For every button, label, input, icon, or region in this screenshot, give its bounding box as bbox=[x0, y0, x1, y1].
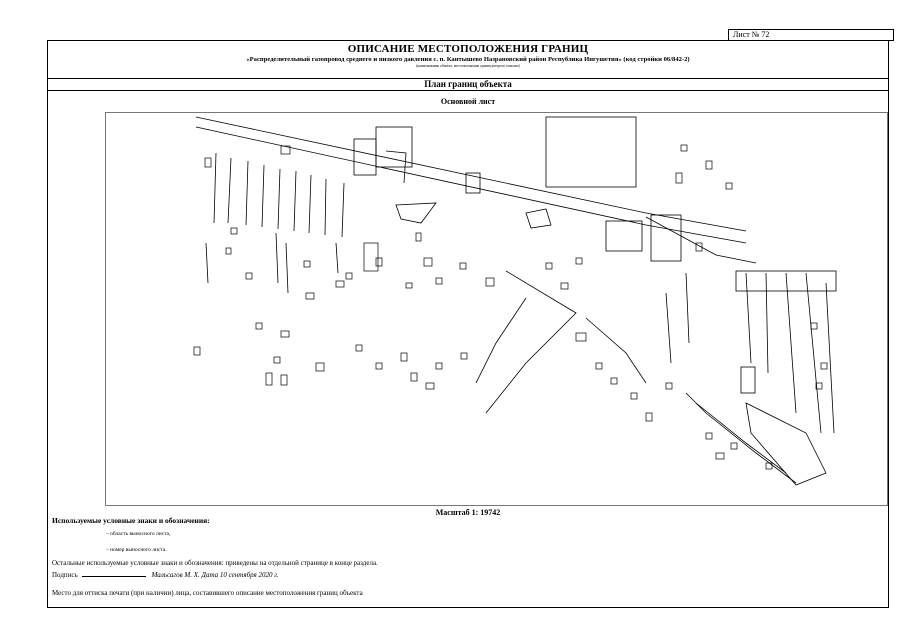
document-header: ОПИСАНИЕ МЕСТОПОЛОЖЕНИЯ ГРАНИЦ «Распреде… bbox=[48, 41, 888, 79]
document-frame: ОПИСАНИЕ МЕСТОПОЛОЖЕНИЯ ГРАНИЦ «Распреде… bbox=[47, 40, 889, 608]
signature-line: Подпись Мальсагов М. Х. Дата 10 сентября… bbox=[52, 570, 279, 579]
object-name: «Распределительный газопровод среднего и… bbox=[246, 56, 690, 63]
date-label: Дата bbox=[201, 571, 219, 579]
building bbox=[605, 220, 643, 252]
road-line bbox=[695, 402, 787, 474]
road-line bbox=[585, 317, 647, 384]
building bbox=[525, 208, 552, 229]
map-drawing bbox=[193, 116, 837, 486]
building bbox=[650, 214, 682, 262]
building bbox=[740, 366, 756, 394]
map-scale: Масштаб 1: 19742 bbox=[435, 508, 501, 517]
signer-name: Мальсагов М. Х. bbox=[151, 571, 200, 579]
road-line bbox=[685, 392, 797, 484]
road-line bbox=[385, 150, 407, 184]
road-line bbox=[195, 126, 747, 244]
building bbox=[745, 402, 827, 486]
building bbox=[395, 202, 437, 224]
object-name-note: (наименование объекта, местоположение гр… bbox=[416, 64, 520, 68]
building bbox=[375, 126, 413, 168]
plan-title: План границ объекта bbox=[48, 78, 888, 91]
signature-blank bbox=[81, 570, 146, 577]
road-line bbox=[195, 116, 747, 232]
small-buildings bbox=[193, 144, 828, 470]
signature-date: 10 сентября 2020 г. bbox=[219, 571, 279, 579]
legend-item-extension-number: – номер выносного листа. bbox=[106, 547, 167, 553]
document-title: ОПИСАНИЕ МЕСТОПОЛОЖЕНИЯ ГРАНИЦ bbox=[347, 43, 589, 55]
road-line bbox=[485, 270, 577, 414]
other-signs-note: Остальные используемые условные знаки и … bbox=[52, 559, 378, 567]
road-line bbox=[475, 297, 527, 384]
building bbox=[545, 116, 637, 188]
signature-label: Подпись bbox=[52, 571, 78, 579]
legend-item-extension-area: – область выносного листа, bbox=[106, 531, 171, 537]
legend-title: Используемые условные знаки и обозначени… bbox=[52, 516, 210, 525]
plan-map bbox=[105, 112, 888, 506]
building bbox=[353, 138, 377, 176]
stamp-place: Место для оттиска печати (при наличии) л… bbox=[52, 589, 363, 597]
building bbox=[735, 270, 837, 292]
building bbox=[465, 172, 481, 194]
street-lines bbox=[205, 152, 835, 434]
main-sheet-label: Основной лист bbox=[440, 97, 496, 106]
road-line bbox=[645, 216, 757, 264]
